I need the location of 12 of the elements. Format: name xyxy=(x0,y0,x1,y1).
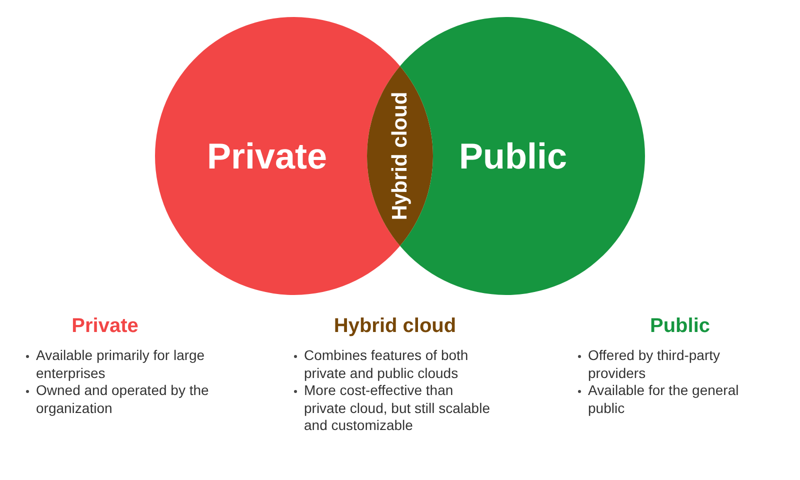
region-label: Private xyxy=(206,136,328,176)
bullet-text: Offered by third-party providers xyxy=(588,347,722,382)
bullet-text: Available for the general public xyxy=(588,382,740,417)
bullet-text: Available primarily for large enterprises xyxy=(36,347,206,382)
region-label: Public xyxy=(458,136,568,176)
bullet-text: More cost-effective than private cloud, but still scalable and customizable xyxy=(304,382,491,434)
region-label: Hybrid cloud xyxy=(388,92,412,220)
column-heading: Public xyxy=(650,314,710,338)
column-heading: Private xyxy=(72,314,138,338)
column-heading: Hybrid cloud xyxy=(334,314,456,338)
bullet-text: Owned and operated by the organization xyxy=(36,382,210,417)
bullet-text: Combines features of both private and public clouds xyxy=(304,347,470,382)
